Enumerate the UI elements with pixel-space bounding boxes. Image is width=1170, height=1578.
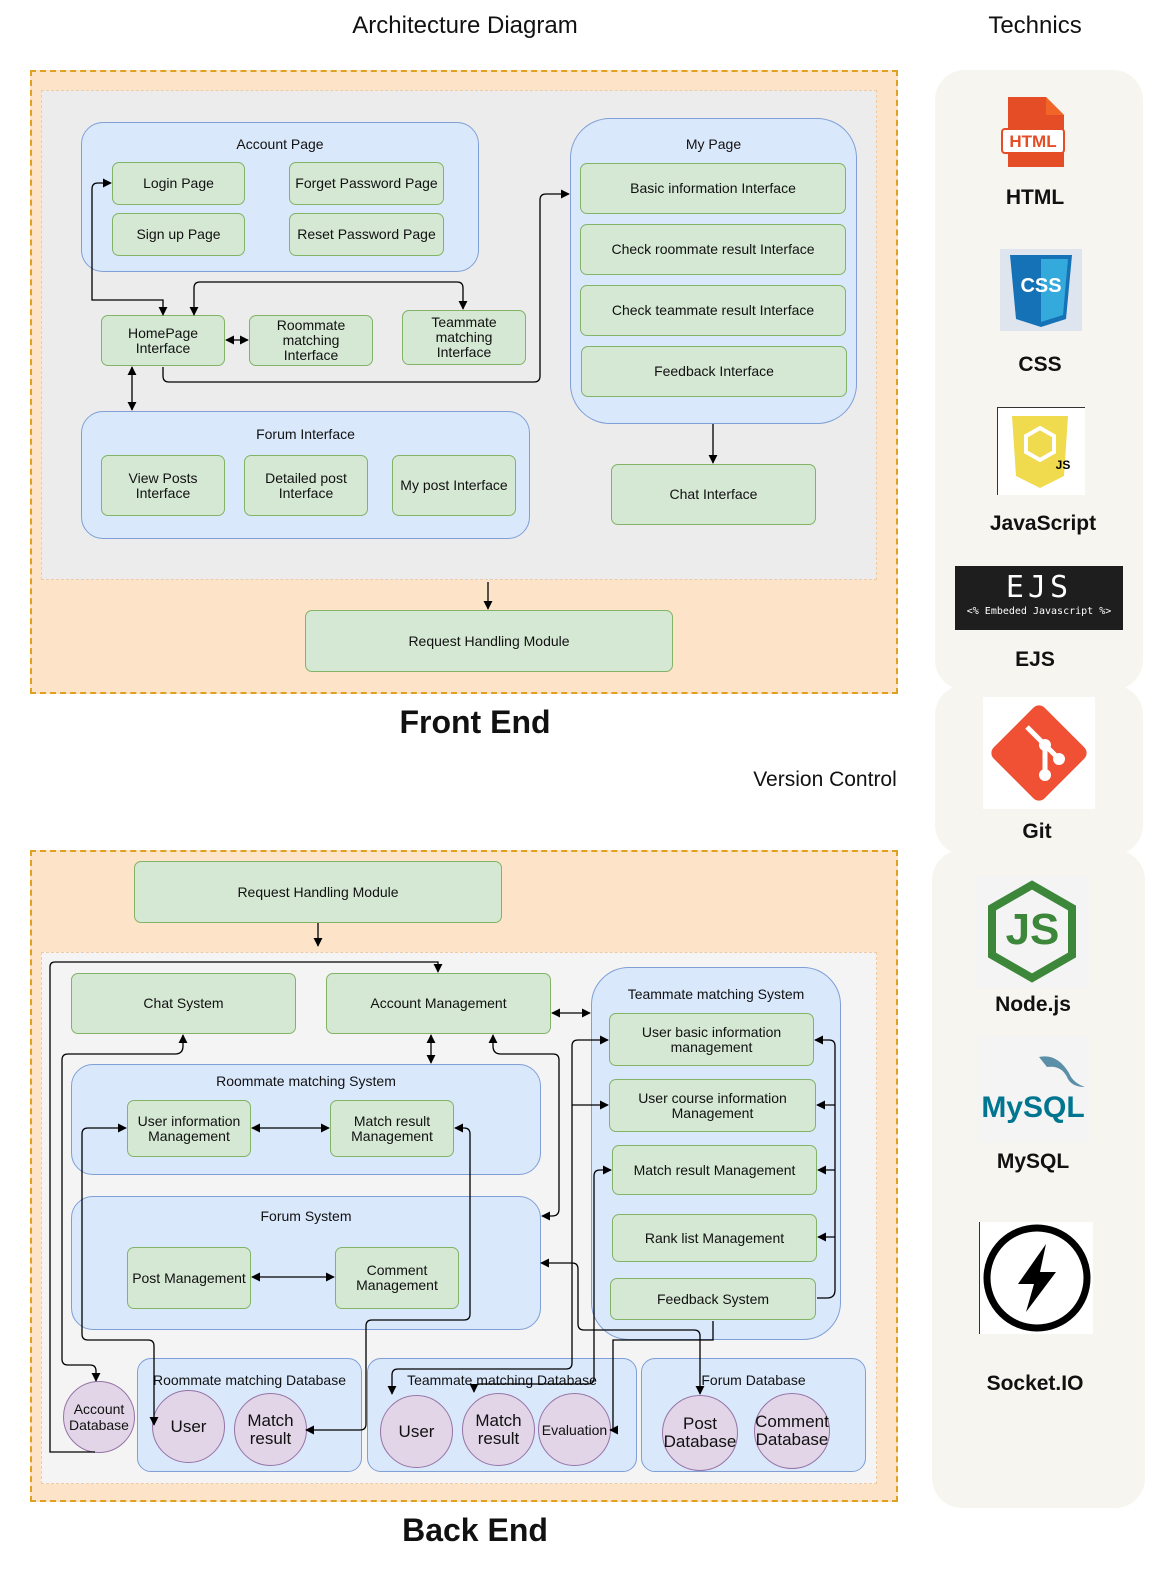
feedback-interface[interactable]: Feedback Interface <box>581 346 847 397</box>
diagram-title: Architecture Diagram <box>352 12 578 39</box>
basic-information-interface[interactable]: Basic information Interface <box>580 163 846 214</box>
evaluation-db[interactable]: Evaluation <box>538 1393 611 1466</box>
js-logo-text: JS <box>1055 458 1071 472</box>
teammate-matching-system-label: Teammate matching System <box>627 986 805 1002</box>
html-logo-icon: HTML <box>1000 95 1068 170</box>
check-teammate-result-interface[interactable]: Check teammate result Interface <box>580 285 846 336</box>
roommate-matching-database-label: Roommate matching Database <box>153 1372 346 1388</box>
post-database[interactable]: Post Database <box>662 1395 738 1471</box>
socketio-label: Socket.IO <box>986 1372 1084 1395</box>
detailed-post-interface[interactable]: Detailed post Interface <box>244 455 368 516</box>
ejs-logo-icon: EJS <% Embeded Javascript %> <box>955 566 1123 630</box>
my-post-interface[interactable]: My post Interface <box>392 455 516 516</box>
nodejs-logo-icon: JS <box>976 875 1089 988</box>
my-page-label: My Page <box>685 136 742 152</box>
css-label: CSS <box>1018 353 1062 376</box>
mysql-label: MySQL <box>996 1150 1070 1173</box>
rank-list-management[interactable]: Rank list Management <box>612 1214 817 1262</box>
ejs-label: EJS <box>1015 648 1055 671</box>
conn-feedback-eval <box>609 1321 714 1435</box>
version-control-label: Version Control <box>753 768 897 791</box>
account-management[interactable]: Account Management <box>326 973 551 1034</box>
nodejs-label: Node.js <box>995 993 1071 1016</box>
git-logo-icon <box>983 697 1095 809</box>
forum-interface-label: Forum Interface <box>256 426 355 442</box>
conn-team-basic-db <box>387 1035 609 1395</box>
user-course-information-management[interactable]: User course information Management <box>609 1079 816 1132</box>
account-page-label: Account Page <box>236 136 324 152</box>
nodejs-logo-text: JS <box>1005 905 1060 954</box>
conn-forum-postdb <box>540 1258 705 1395</box>
homepage-interface[interactable]: HomePage Interface <box>101 315 225 366</box>
forum-database-label: Forum Database <box>701 1372 806 1388</box>
back-end-title: Back End <box>402 1512 548 1548</box>
chat-interface[interactable]: Chat Interface <box>611 464 816 525</box>
conn-team-match-db <box>469 1165 612 1393</box>
front-request-handling-module[interactable]: Request Handling Module <box>305 610 673 672</box>
html-label: HTML <box>1005 186 1065 209</box>
conn-chat-accountdb <box>61 1034 188 1382</box>
conn-home-teammate <box>189 281 468 316</box>
mysql-logo-text: MySQL <box>981 1091 1085 1124</box>
javascript-label: JavaScript <box>989 512 1097 535</box>
technics-title: Technics <box>988 12 1082 39</box>
teammate-match-result-management[interactable]: Match result Management <box>612 1145 817 1195</box>
back-request-handling-module[interactable]: Request Handling Module <box>134 861 502 923</box>
forget-password-page[interactable]: Forget Password Page <box>289 162 444 205</box>
javascript-logo-icon: JS <box>997 407 1085 495</box>
ejs-logo-subtitle: <% Embeded Javascript %> <box>966 606 1112 617</box>
roommate-matching-system-label: Roommate matching System <box>216 1073 396 1089</box>
conn-top-loop <box>49 961 443 1453</box>
front-end-title: Front End <box>399 704 551 740</box>
view-posts-interface[interactable]: View Posts Interface <box>101 455 225 516</box>
reset-password-page[interactable]: Reset Password Page <box>289 213 444 256</box>
teammate-match-result-db[interactable]: Match result <box>462 1393 535 1466</box>
chat-system[interactable]: Chat System <box>71 973 296 1034</box>
conn-home-mypage <box>162 189 570 383</box>
roommate-match-result-db[interactable]: Match result <box>234 1393 307 1466</box>
check-roommate-result-interface[interactable]: Check roommate result Interface <box>580 224 846 275</box>
html-logo-text: HTML <box>1009 132 1057 151</box>
roommate-matching-interface[interactable]: Roommate matching Interface <box>249 315 373 366</box>
conn-match-matchdb <box>305 1123 471 1435</box>
git-label: Git <box>1022 820 1052 843</box>
socketio-logo-icon <box>979 1222 1093 1334</box>
ejs-logo-text: EJS <box>1005 570 1073 605</box>
conn-home-login <box>91 178 168 316</box>
conn-teammate-right-bus <box>814 1035 836 1299</box>
mysql-logo-icon: MySQL <box>977 1035 1089 1143</box>
css-logo-icon: CSS <box>1000 249 1082 331</box>
comment-database[interactable]: Comment Database <box>754 1393 830 1469</box>
conn-account-forum <box>488 1034 560 1221</box>
roommate-user-db[interactable]: User <box>152 1390 225 1463</box>
css-logo-text: CSS <box>1020 275 1062 297</box>
conn-userinfo-userdb <box>81 1123 159 1426</box>
user-basic-information-management[interactable]: User basic information management <box>609 1013 814 1066</box>
